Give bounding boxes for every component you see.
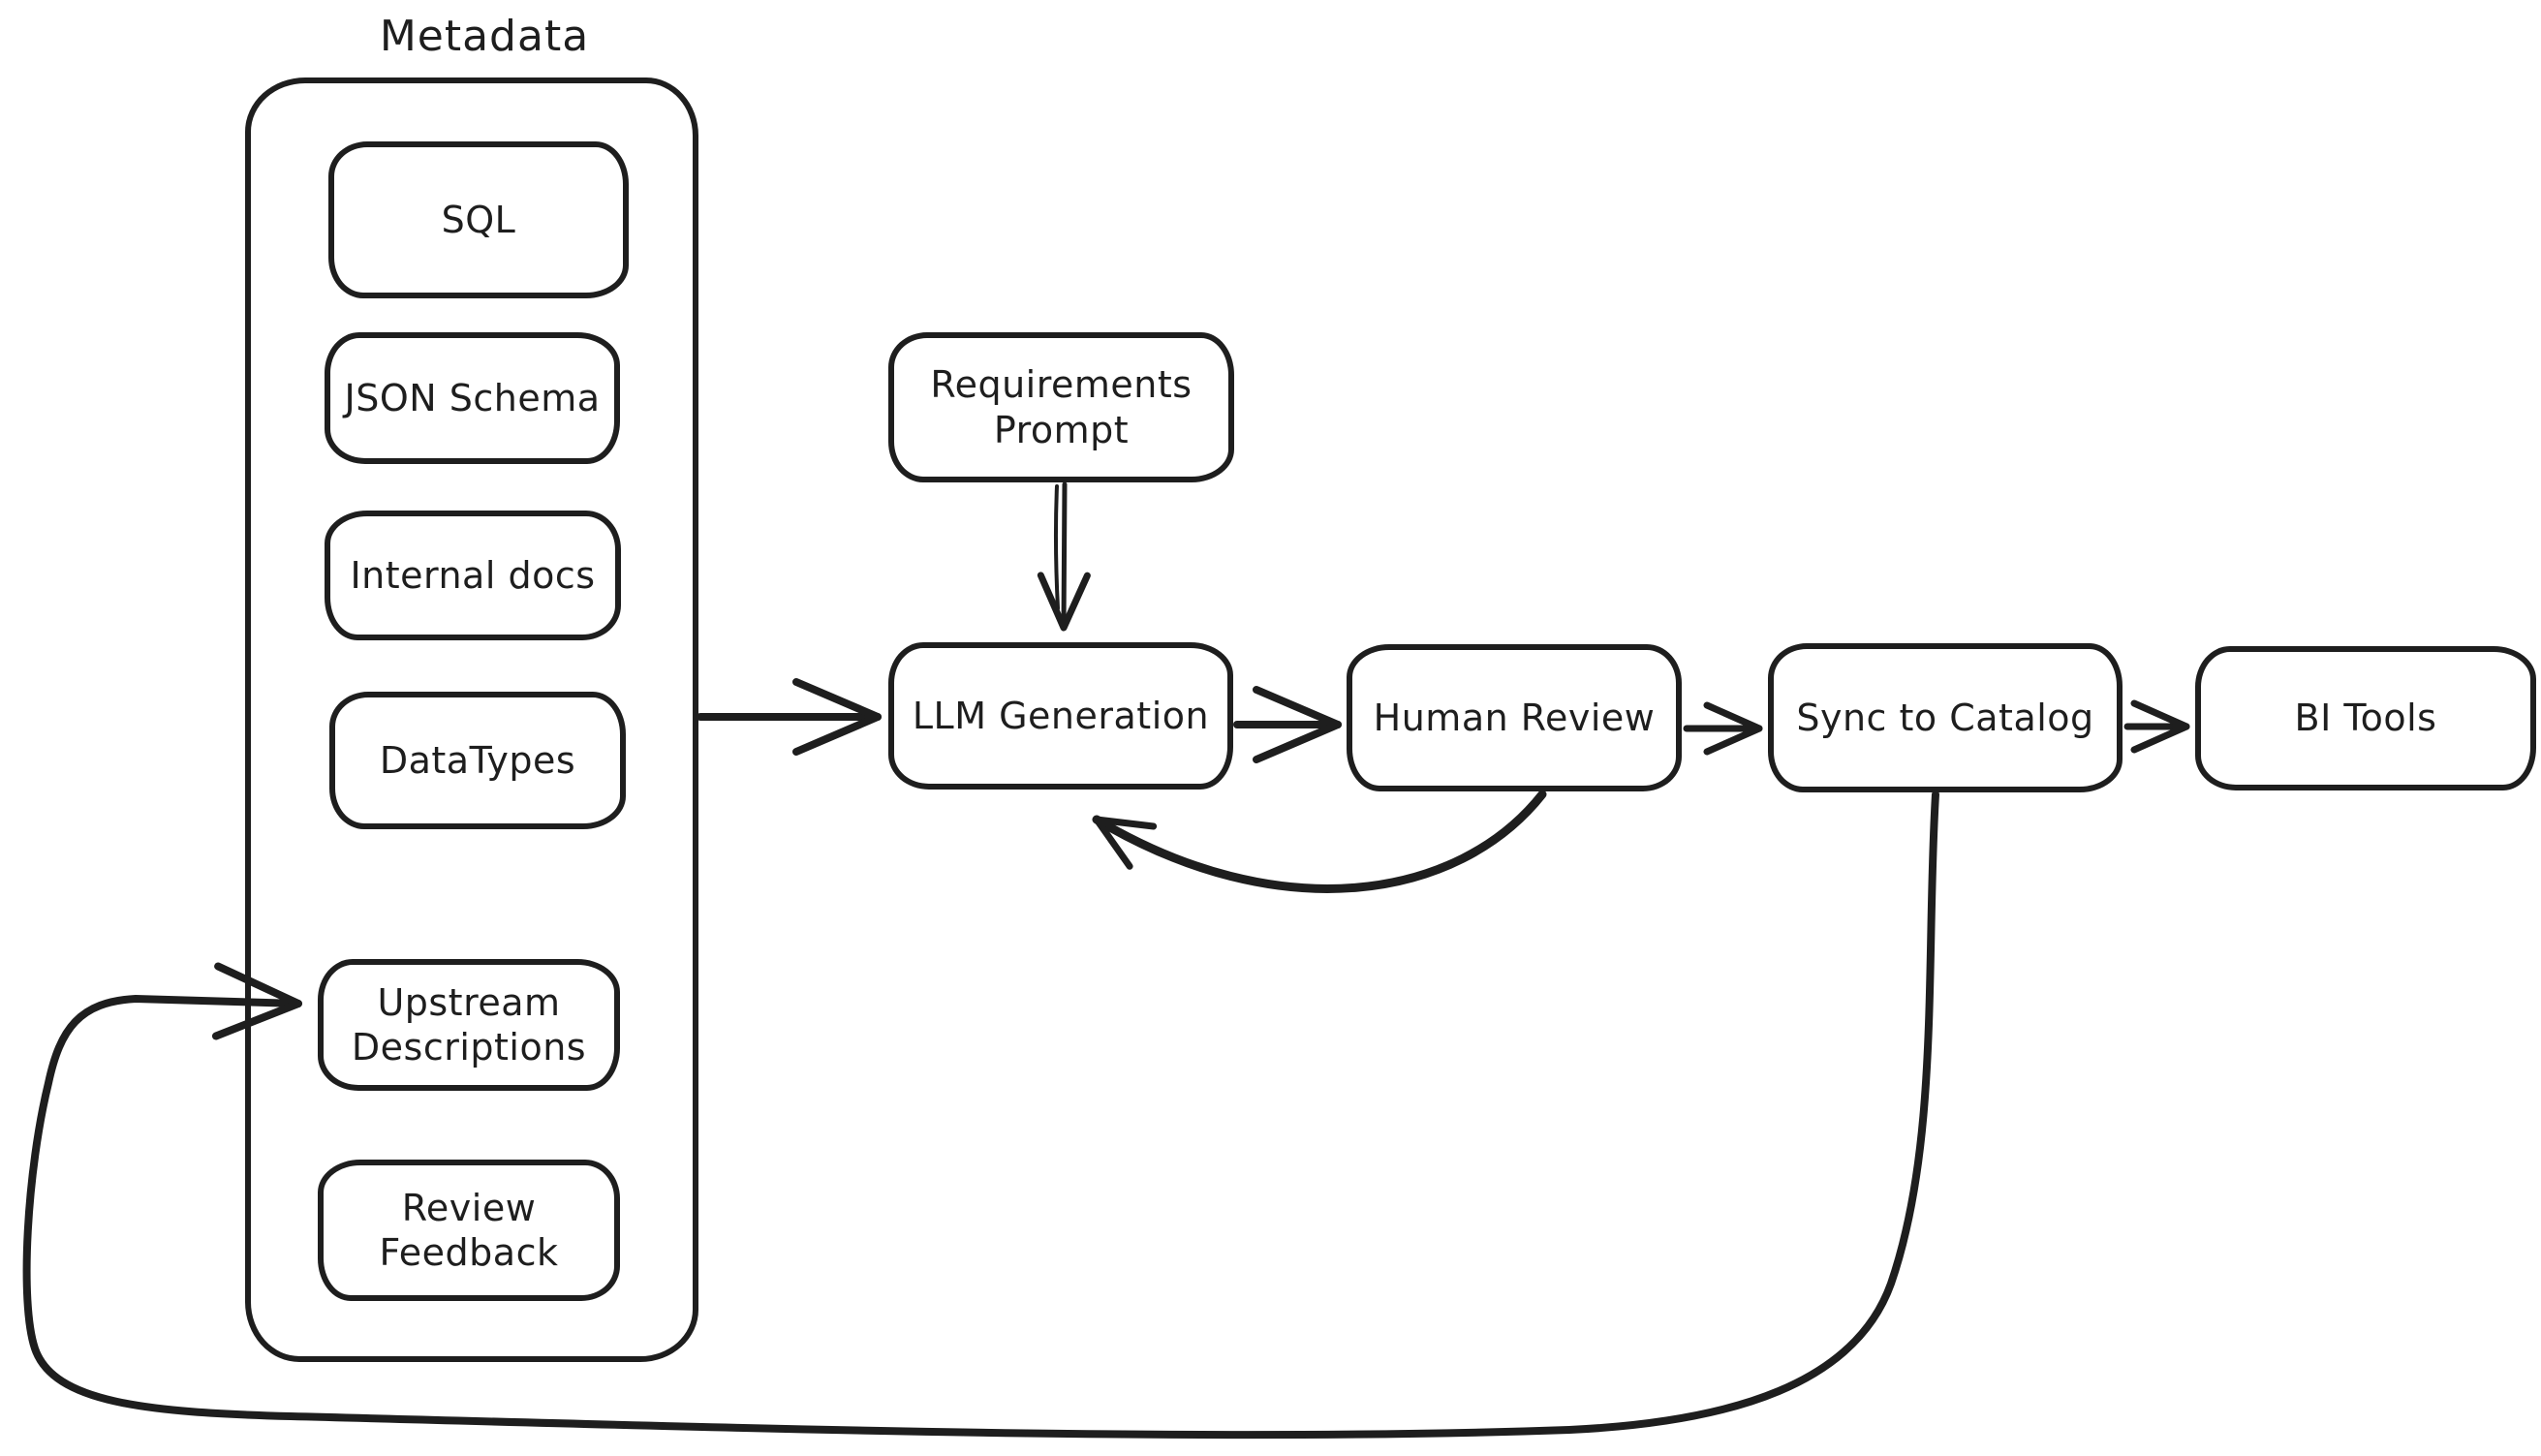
node-llm-generation-label: LLM Generation — [912, 694, 1210, 737]
node-requirements-prompt-label: Requirements Prompt — [930, 363, 1193, 451]
node-upstream-descriptions-label: Upstream Descriptions — [351, 980, 587, 1069]
node-human-review-label: Human Review — [1373, 696, 1656, 739]
node-json-schema: JSON Schema — [325, 332, 620, 464]
node-upstream-descriptions: Upstream Descriptions — [318, 959, 620, 1091]
node-datatypes-label: DataTypes — [379, 738, 576, 782]
node-requirements-prompt: Requirements Prompt — [888, 332, 1234, 482]
node-llm-generation: LLM Generation — [888, 642, 1233, 790]
arrow-human-review-to-llm-generation — [1092, 790, 1547, 893]
node-sync-to-catalog: Sync to Catalog — [1768, 643, 2123, 792]
node-review-feedback-label: Review Feedback — [379, 1186, 559, 1274]
node-internal-docs: Internal docs — [325, 511, 621, 640]
node-sql-label: SQL — [441, 198, 516, 241]
node-sync-to-catalog-label: Sync to Catalog — [1796, 696, 2094, 739]
node-datatypes: DataTypes — [329, 692, 626, 829]
node-review-feedback: Review Feedback — [318, 1160, 620, 1301]
node-human-review: Human Review — [1347, 644, 1682, 791]
arrow-requirements-prompt-to-llm-generation — [1037, 481, 1091, 632]
node-sql: SQL — [328, 141, 629, 298]
node-json-schema-label: JSON Schema — [344, 376, 601, 419]
arrow-requirements-prompt-to-llm-generation-sketch — [1053, 484, 1060, 610]
node-internal-docs-label: Internal docs — [350, 553, 596, 597]
metadata-group-label: Metadata — [379, 12, 590, 61]
node-bi-tools-label: BI Tools — [2294, 697, 2437, 740]
node-bi-tools: BI Tools — [2195, 646, 2536, 790]
